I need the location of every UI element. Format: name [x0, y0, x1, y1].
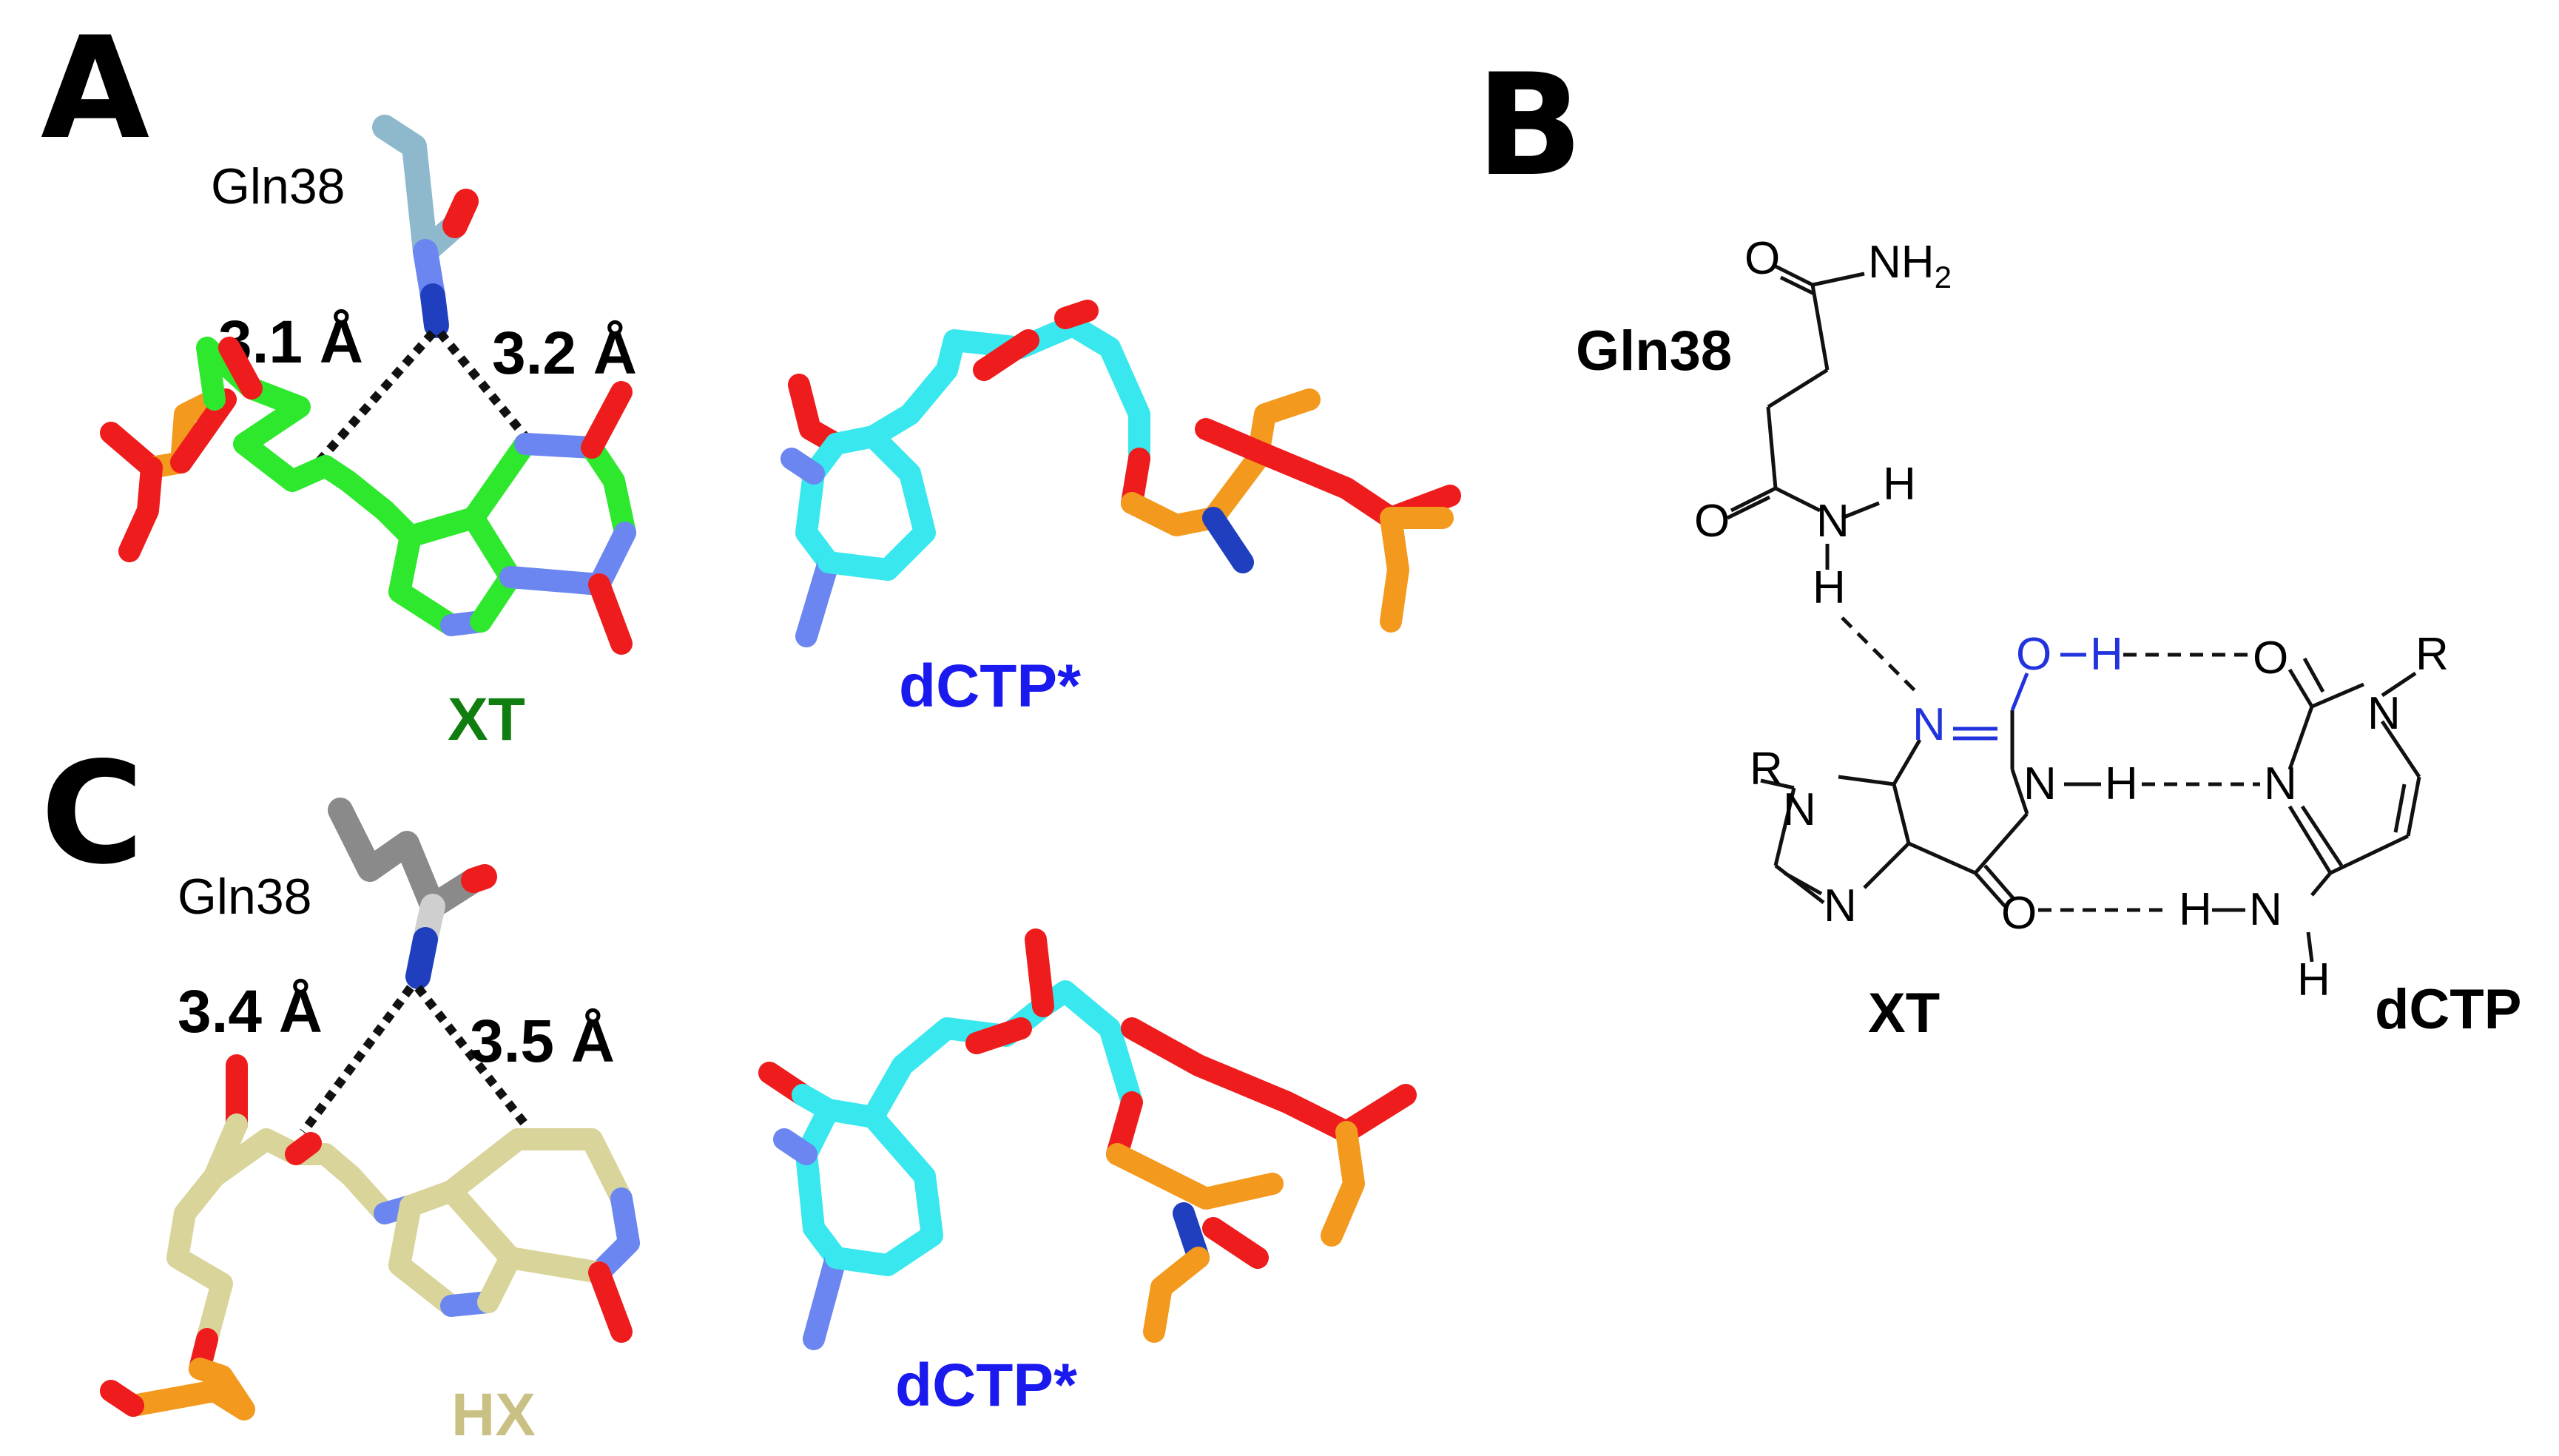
gln-nh2: NH2: [1868, 237, 1952, 294]
xt-n7: N: [1824, 880, 1857, 931]
panel-b-letter: B: [1476, 44, 1583, 207]
xt-molecule: [100, 337, 636, 655]
hbond-lines-a: [314, 330, 529, 465]
hbond-lines-c: [300, 985, 529, 1135]
gln-o-top: O: [1744, 233, 1780, 284]
xt-label-a: XT: [448, 686, 525, 753]
gln38-label-c: Gln38: [178, 869, 311, 925]
hbonds-xt-dctp: [2038, 653, 2260, 912]
dctp-h-amine: H: [2179, 884, 2212, 935]
dctp-molecule-c: [758, 928, 1417, 1350]
xt-n9: N: [1783, 784, 1816, 835]
xt-oh-o: O: [2016, 629, 2051, 680]
gln-h-down: H: [1813, 562, 1846, 613]
xt-r: R: [1750, 744, 1783, 795]
dctp-n3: N: [2264, 758, 2297, 809]
dctp-r: R: [2415, 629, 2449, 680]
hx-molecule: [100, 1054, 640, 1420]
dctp-label-c: dCTP*: [895, 1352, 1077, 1419]
dctp-label-a: dCTP*: [899, 653, 1081, 720]
dctp-n1: N: [2367, 688, 2401, 739]
dctp-h-down: H: [2297, 954, 2330, 1005]
panel-a: A Gln38 3.1 Å 3.2 Å: [41, 7, 1461, 753]
xt-o6: O: [2001, 888, 2037, 939]
panel-b: B Gln38 O NH2 O N H H: [1476, 44, 2521, 1045]
panel-c: C Gln38 3.4 Å 3.5 Å: [41, 732, 1417, 1449]
dctp-o2: O: [2253, 633, 2288, 684]
hx-label-c: HX: [451, 1381, 536, 1449]
dctp-label-b: dCTP: [2375, 978, 2521, 1041]
xt-n1: N: [2023, 758, 2057, 809]
panel-c-letter: C: [41, 732, 144, 895]
xt-structure: [1760, 653, 2101, 908]
xt-label-b: XT: [1868, 982, 1940, 1045]
xt-n3: N: [1912, 699, 1946, 750]
gln-h-side: H: [1883, 459, 1916, 510]
gln38-label-a: Gln38: [211, 158, 345, 215]
xt-oh-h: H: [2090, 629, 2123, 680]
distance-c-left: 3.4 Å: [178, 978, 323, 1045]
gln-o-bottom: O: [1694, 496, 1730, 547]
gln38-label-b: Gln38: [1576, 320, 1732, 382]
gln-n: N: [1816, 496, 1850, 547]
hbond-gln-xt: [1841, 616, 1921, 697]
dctp-molecule-a: [780, 300, 1461, 647]
gln38-structure: [1726, 264, 1880, 570]
dctp-structure: [2212, 657, 2421, 963]
gln38-stick-a: [372, 115, 479, 338]
distance-c-right: 3.5 Å: [470, 1008, 615, 1075]
panel-a-letter: A: [41, 7, 149, 170]
dctp-n4: N: [2249, 884, 2282, 935]
distance-a-right: 3.2 Å: [492, 320, 637, 387]
gln38-stick-c: [328, 798, 497, 989]
xt-h1: H: [2105, 758, 2138, 809]
